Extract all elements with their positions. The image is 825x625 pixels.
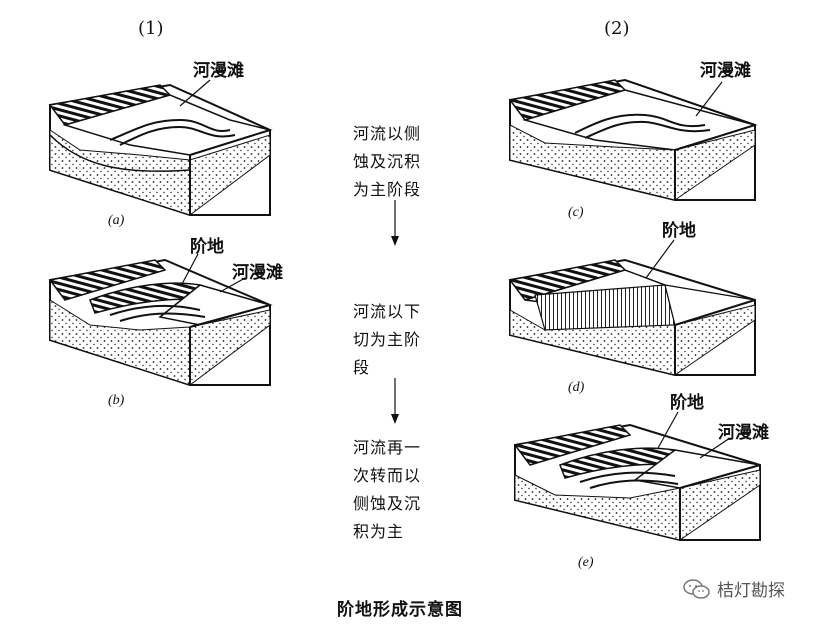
- panel-d-annotation-terrace: 阶地: [662, 221, 696, 241]
- step-1-text: 河流以侧 蚀及沉积 为主阶段: [353, 120, 421, 204]
- panel-c-leader-line: [695, 81, 723, 117]
- step-2-text: 河流以下 切为主阶 段: [353, 298, 421, 382]
- column-header-2: (2): [604, 18, 630, 39]
- panel-a-label: (a): [108, 213, 125, 228]
- panel-b-block-diagram: [48, 258, 273, 386]
- panel-e-annotation-terrace: 阶地: [670, 393, 704, 413]
- panel-e-leader-lines: [657, 411, 731, 459]
- panel-e-block-diagram: [513, 423, 761, 541]
- step-3-line-4: 积为主: [353, 522, 405, 541]
- panel-a-annotation-floodplain: 河漫滩: [193, 61, 244, 81]
- step-3-text: 河流再一 次转而以 侧蚀及沉 积为主: [353, 434, 421, 546]
- step-3-line-1: 河流再一: [353, 438, 422, 457]
- panel-d-block-diagram: [508, 258, 756, 376]
- watermark-text: 桔灯勘探: [717, 581, 785, 601]
- wechat-icon: [683, 578, 710, 599]
- watermark: 桔灯勘探: [683, 576, 785, 601]
- step-1-line-1: 河流以侧: [353, 124, 422, 143]
- step-1-line-2: 蚀及沉积: [353, 152, 422, 171]
- step-1-line-3: 为主阶段: [353, 180, 422, 199]
- figure-title: 阶地形成示意图: [337, 600, 463, 620]
- panel-b-label: (b): [108, 393, 125, 408]
- panel-a-block-diagram: [48, 83, 273, 216]
- panel-c-label: (c): [568, 205, 584, 220]
- panel-d-label: (d): [568, 380, 585, 395]
- step-3-line-2: 次转而以: [353, 466, 422, 485]
- step-arrow-2: [391, 378, 399, 424]
- panel-a-leader-line: [179, 79, 211, 107]
- column-header-1: (1): [138, 18, 164, 39]
- step-2-line-1: 河流以下: [353, 302, 422, 321]
- panel-c-annotation-floodplain: 河漫滩: [700, 61, 751, 81]
- panel-b-leader-lines: [181, 253, 246, 293]
- step-2-line-2: 切为主阶: [353, 330, 422, 349]
- panel-c-block-diagram: [508, 78, 758, 201]
- panel-e-annotation-floodplain: 河漫滩: [718, 423, 769, 443]
- panel-b-annotation-terrace: 阶地: [190, 237, 224, 257]
- step-2-line-3: 段: [353, 358, 371, 377]
- panel-d-leader-line: [645, 239, 675, 279]
- step-3-line-3: 侧蚀及沉: [353, 494, 422, 513]
- panel-e-label: (e): [578, 555, 594, 570]
- step-arrow-1: [391, 200, 399, 246]
